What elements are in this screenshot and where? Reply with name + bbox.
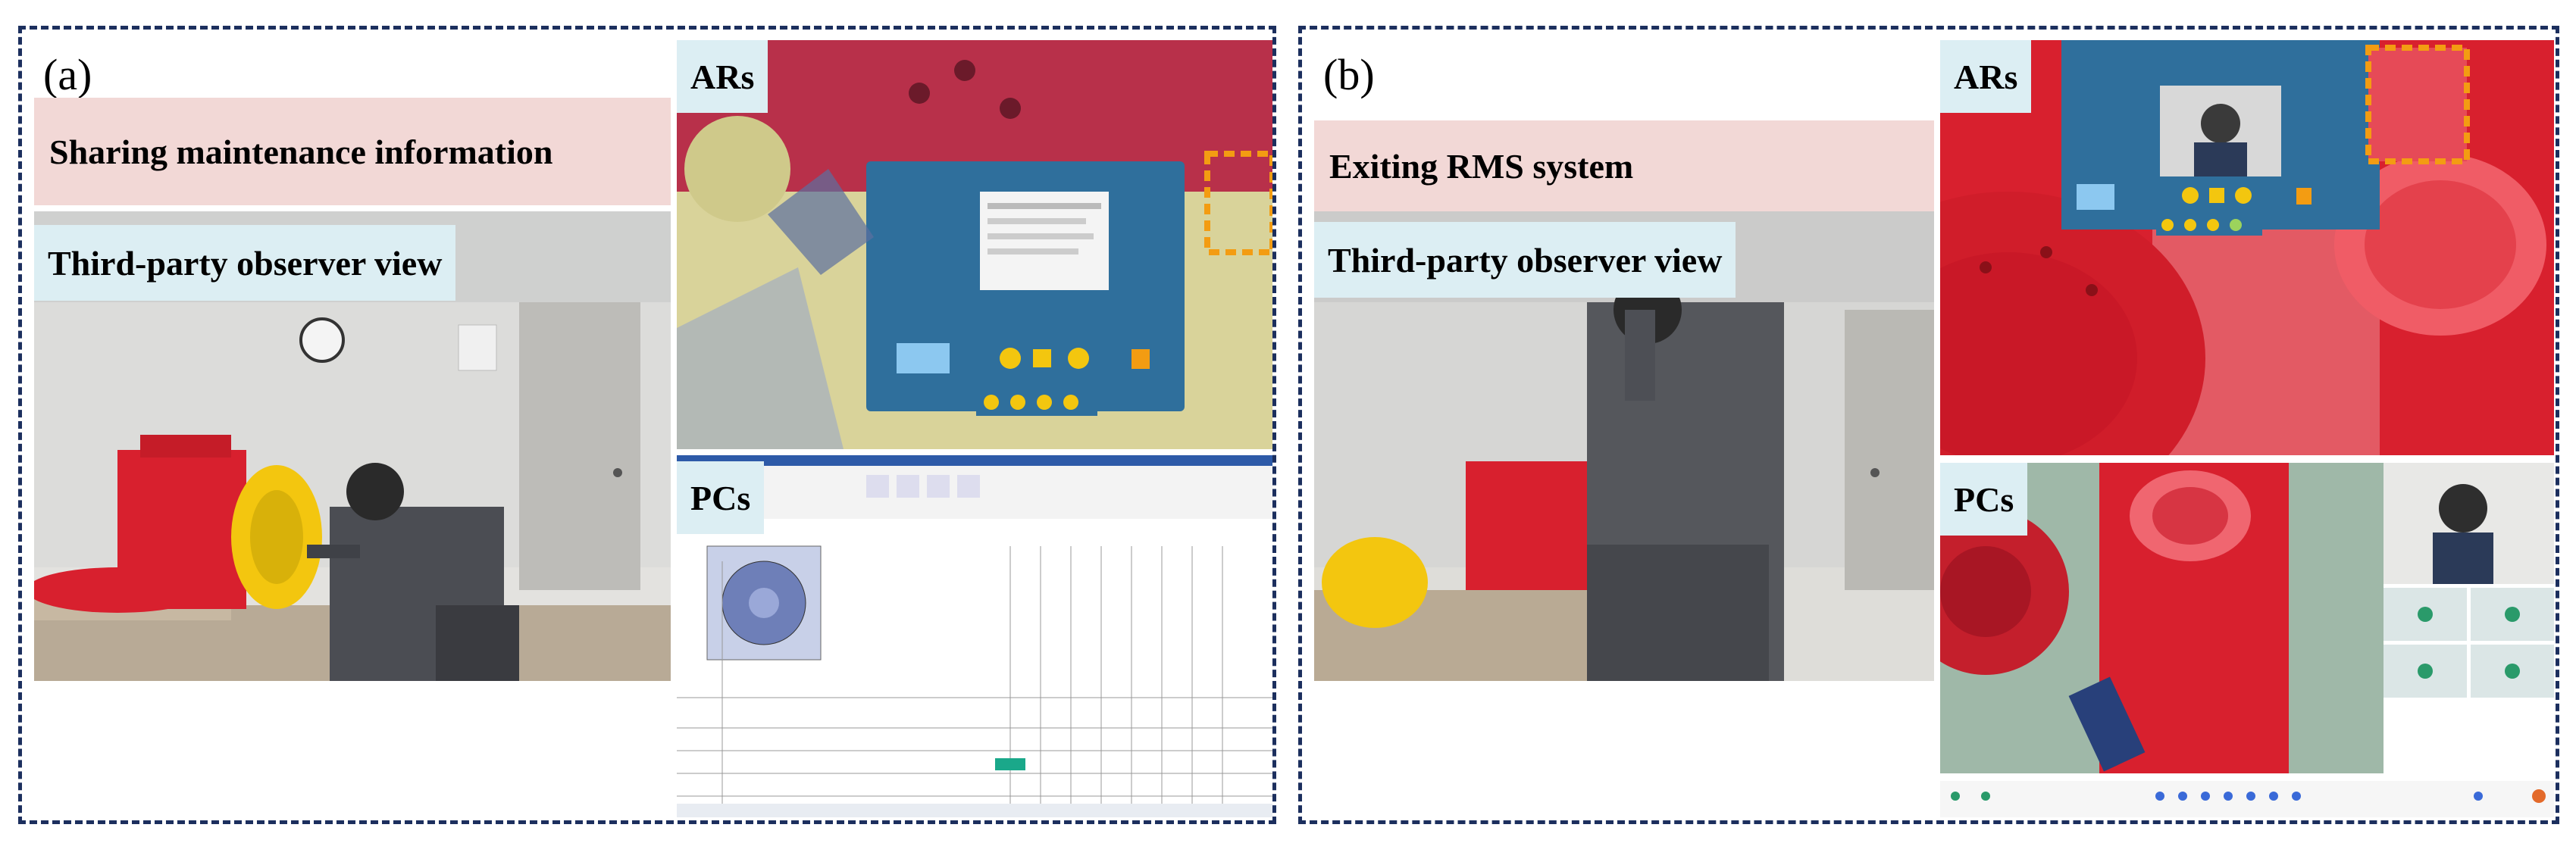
pc-label-b: PCs [1940,463,2028,536]
pc-view-b: PCs [1940,463,2554,817]
toolbar-icon-6[interactable] [2269,792,2278,801]
ar-scene-a [677,40,1272,449]
ar-settings-icon[interactable] [1068,348,1089,369]
door [519,302,640,590]
panel-b-banner: Exiting RMS system [1314,120,1934,211]
ar-button-tile[interactable] [897,343,950,373]
ar-button-tile[interactable] [2077,184,2114,210]
observer-label-b: Third-party observer view [1314,222,1736,298]
pc-meeting-toolbar [1940,781,2554,817]
panel-a-banner: Sharing maintenance information [34,98,671,205]
ar-label-b: ARs [1940,40,2032,113]
door [1845,310,1934,590]
ar-user-icon[interactable] [2182,187,2199,204]
toolbar-icon-1[interactable] [2155,792,2164,801]
ar-user-icon[interactable] [1000,348,1021,369]
observer-photo-b: Third-party observer view [1314,211,1934,681]
ar-label-a: ARs [677,40,768,113]
panel-a-letter: (a) [43,50,92,99]
ar-list-icon[interactable] [1033,349,1051,367]
microphone-icon[interactable] [1981,792,1990,801]
toolbar-icon-8[interactable] [2474,792,2483,801]
pc-label-a: PCs [677,461,765,534]
leave-meeting-icon[interactable] [2532,789,2546,803]
ar-settings-icon[interactable] [2235,187,2252,204]
pc-highlight [995,758,1025,770]
panel-a: (a) Sharing maintenance information Thir… [18,26,1276,824]
wall-clock-icon [299,317,345,363]
engine-block [1466,461,1587,590]
ar-list-icon[interactable] [2209,188,2224,203]
engine-block [117,450,246,609]
toolbar-icon-5[interactable] [2246,792,2255,801]
panel-b: (b) Exiting RMS system Third-party obser… [1298,26,2559,824]
toolbar-icon-3[interactable] [2201,792,2210,801]
hand [768,169,874,275]
observer-label-a: Third-party observer view [34,225,456,301]
ar-exit-icon[interactable] [2296,188,2312,205]
observer-photo-a: Third-party observer view [34,211,671,681]
panel-b-letter: (b) [1323,50,1375,99]
ar-view-b: ARs [1940,40,2554,455]
pc-screen-b [1940,463,2554,817]
flywheel-housing [1322,537,1428,628]
pc-taskbar [677,804,1272,817]
ar-camera-preview-frame [2365,45,2470,164]
toolbar-icon-7[interactable] [2292,792,2301,801]
toolbar-icon-2[interactable] [2178,792,2187,801]
ar-view-a: ARs [677,40,1272,449]
ar-scene-b [1940,40,2554,455]
ar-exit-icon[interactable] [1131,349,1150,369]
toolbar-icon-4[interactable] [2224,792,2233,801]
pc-view-a: PCs [677,455,1272,817]
camera-icon[interactable] [1951,792,1960,801]
pc-titlebar [677,455,1272,466]
pc-screen-a [677,455,1272,817]
